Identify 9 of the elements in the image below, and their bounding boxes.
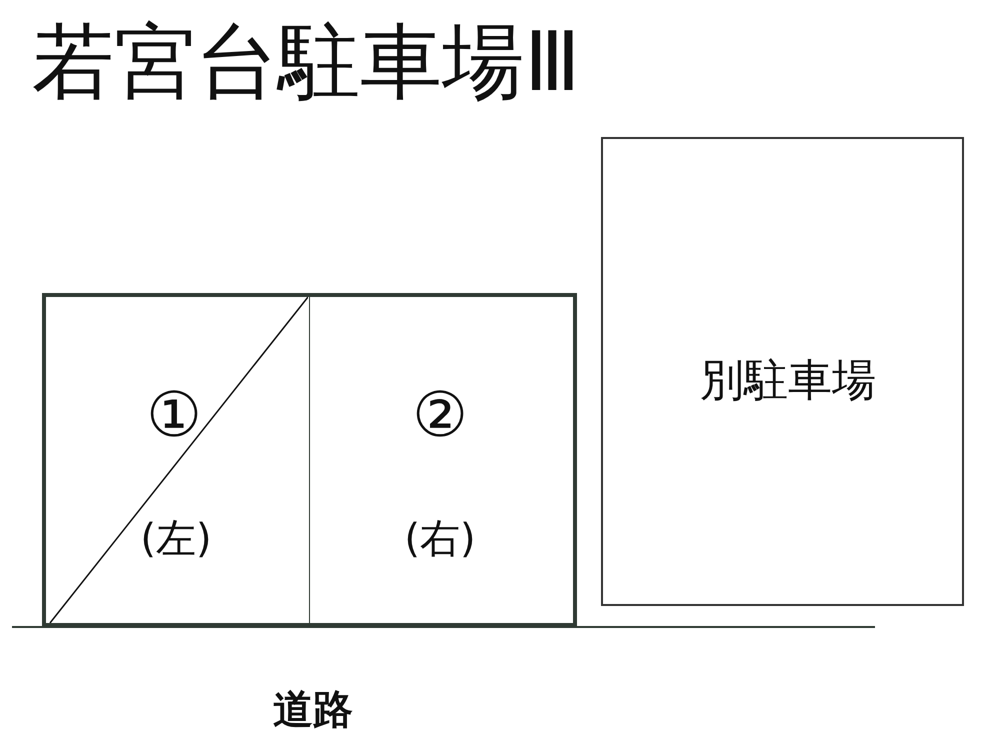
- title: 若宮台駐車場Ⅲ: [32, 22, 581, 104]
- space-side: (右): [404, 519, 476, 559]
- space-side: (左): [140, 519, 212, 559]
- area-label: 別駐車場: [700, 359, 876, 403]
- space-number: ①: [146, 384, 202, 446]
- parking-area-box: [601, 137, 964, 606]
- space-number: ②: [412, 384, 468, 446]
- road-label: 道路: [273, 690, 353, 730]
- parking-space-box: [310, 293, 577, 627]
